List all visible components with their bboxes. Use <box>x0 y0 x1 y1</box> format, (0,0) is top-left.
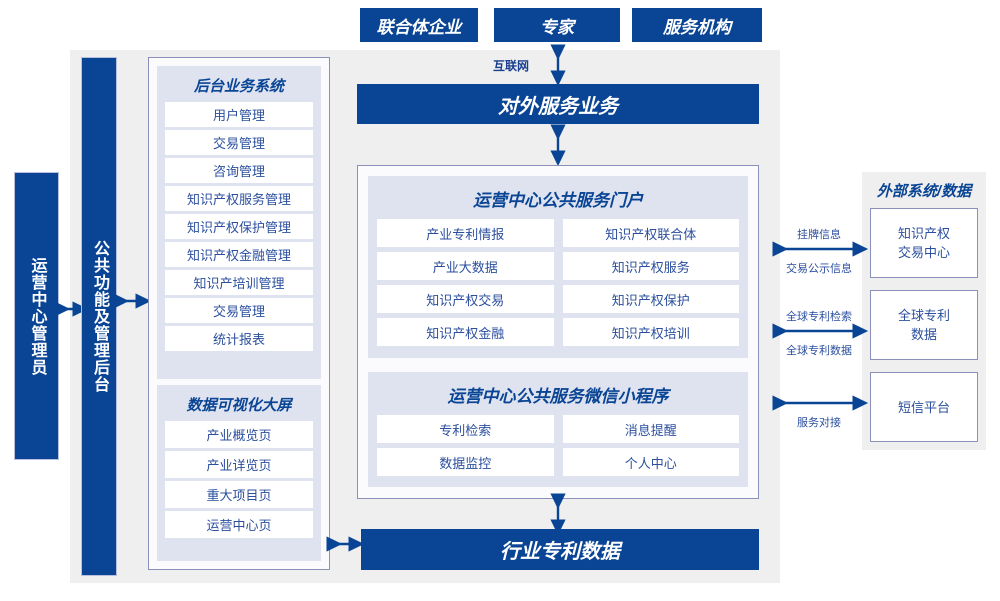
external-connector-2-label-below: 全球专利数据 <box>786 345 852 357</box>
industry-patent-data-bar[interactable]: 行业专利数据 <box>361 529 759 570</box>
external-item-sms-platform[interactable]: 短信平台 <box>870 372 978 442</box>
external-item-label: 短信平台 <box>897 399 950 415</box>
backend-list-item[interactable]: 用户管理 <box>165 102 313 127</box>
public-function-admin-column[interactable]: 公共功能及管理后台 <box>81 57 117 576</box>
public-function-admin-label: 公共功能及管理后台 <box>91 240 108 393</box>
operation-center-admin-column[interactable]: 运营中心管理员 <box>14 172 59 460</box>
backend-list-item[interactable]: 知识产权保护管理 <box>165 214 313 239</box>
portal-item-grid: 产业专利情报 知识产权联合体 产业大数据 知识产权服务 知识产权交易 知识产权保… <box>377 219 739 346</box>
backend-item-list: 用户管理 交易管理 咨询管理 知识产权服务管理 知识产权保护管理 知识产权金融管… <box>165 102 313 351</box>
actor-label: 专家 <box>540 17 574 37</box>
backend-to-industry-arrow <box>326 535 365 553</box>
actor-box-service-org[interactable]: 服务机构 <box>632 8 762 42</box>
external-connector-1-label-below: 交易公示信息 <box>786 263 852 275</box>
visualization-list-item[interactable]: 产业概览页 <box>165 421 313 448</box>
external-item-global-patent-data[interactable]: 全球专利 数据 <box>870 290 978 360</box>
visualization-list-item[interactable]: 产业详览页 <box>165 451 313 478</box>
external-item-ip-exchange-center[interactable]: 知识产权 交易中心 <box>870 208 978 278</box>
wechat-miniprogram-panel: 运营中心公共服务微信小程序 专利检索 消息提醒 数据监控 个人中心 <box>368 372 748 487</box>
external-connector-1-label-above: 挂牌信息 <box>797 229 841 241</box>
internet-label: 互联网 <box>492 59 529 73</box>
portal-grid-item[interactable]: 知识产权培训 <box>562 318 739 346</box>
backend-list-item[interactable]: 交易管理 <box>165 298 313 323</box>
backend-list-item[interactable]: 统计报表 <box>165 326 313 351</box>
external-item-label: 全球专利 数据 <box>897 308 950 342</box>
actor-label: 服务机构 <box>663 17 731 37</box>
visualization-list-item[interactable]: 运营中心页 <box>165 511 313 538</box>
miniprogram-grid-item[interactable]: 专利检索 <box>377 415 554 443</box>
industry-patent-data-label: 行业专利数据 <box>500 541 620 563</box>
external-connector-2-label-above: 全球专利检索 <box>786 311 852 323</box>
external-connector-3-arrow <box>772 394 869 412</box>
portal-grid-item[interactable]: 知识产权金融 <box>377 318 554 346</box>
actor-box-expert[interactable]: 专家 <box>494 8 620 42</box>
data-visualization-panel-title: 数据可视化大屏 <box>186 397 292 414</box>
operation-center-admin-label: 运营中心管理员 <box>28 256 46 376</box>
miniprogram-grid-item[interactable]: 数据监控 <box>377 448 554 476</box>
external-service-bar[interactable]: 对外服务业务 <box>357 84 759 124</box>
visualization-list-item[interactable]: 重大项目页 <box>165 481 313 508</box>
portal-grid-item[interactable]: 产业专利情报 <box>377 219 554 247</box>
portal-grid-item[interactable]: 知识产权保护 <box>562 285 739 313</box>
miniprogram-item-grid: 专利检索 消息提醒 数据监控 个人中心 <box>377 415 739 476</box>
public-service-portal-panel: 运营中心公共服务门户 产业专利情报 知识产权联合体 产业大数据 知识产权服务 知… <box>368 176 748 358</box>
public-service-portal-title: 运营中心公共服务门户 <box>473 191 643 210</box>
backend-list-item[interactable]: 知识产培训管理 <box>165 270 313 295</box>
external-connector-1-arrow <box>772 240 869 258</box>
data-visualization-panel: 数据可视化大屏 产业概览页 产业详览页 重大项目页 运营中心页 <box>157 385 321 561</box>
external-service-bar-label: 对外服务业务 <box>498 95 618 118</box>
public-to-backend-arrow <box>113 292 152 310</box>
wechat-miniprogram-title: 运营中心公共服务微信小程序 <box>447 387 669 406</box>
portal-to-industry-arrow <box>546 493 570 536</box>
backend-list-item[interactable]: 知识产权金融管理 <box>165 242 313 267</box>
visualization-item-list: 产业概览页 产业详览页 重大项目页 运营中心页 <box>165 421 313 538</box>
external-item-label: 知识产权 交易中心 <box>897 226 950 260</box>
external-connector-2-arrow <box>772 322 869 340</box>
portal-grid-item[interactable]: 知识产权交易 <box>377 285 554 313</box>
backend-business-panel: 后台业务系统 用户管理 交易管理 咨询管理 知识产权服务管理 知识产权保护管理 … <box>157 66 321 379</box>
internet-arrow <box>546 44 570 87</box>
portal-grid-item[interactable]: 知识产权服务 <box>562 252 739 280</box>
external-connector-3-label-below: 服务对接 <box>797 417 841 429</box>
portal-grid-item[interactable]: 产业大数据 <box>377 252 554 280</box>
miniprogram-grid-item[interactable]: 消息提醒 <box>562 415 739 443</box>
admin-to-public-arrow <box>54 300 89 318</box>
actor-box-consortium[interactable]: 联合体企业 <box>360 8 478 42</box>
backend-list-item[interactable]: 交易管理 <box>165 130 313 155</box>
miniprogram-grid-item[interactable]: 个人中心 <box>562 448 739 476</box>
service-to-portal-arrow <box>546 124 570 167</box>
backend-business-panel-title: 后台业务系统 <box>193 78 284 95</box>
backend-list-item[interactable]: 咨询管理 <box>165 158 313 183</box>
actor-label: 联合体企业 <box>376 17 462 37</box>
external-systems-title: 外部系统/数据 <box>876 183 972 200</box>
backend-list-item[interactable]: 知识产权服务管理 <box>165 186 313 211</box>
portal-grid-item[interactable]: 知识产权联合体 <box>562 219 739 247</box>
